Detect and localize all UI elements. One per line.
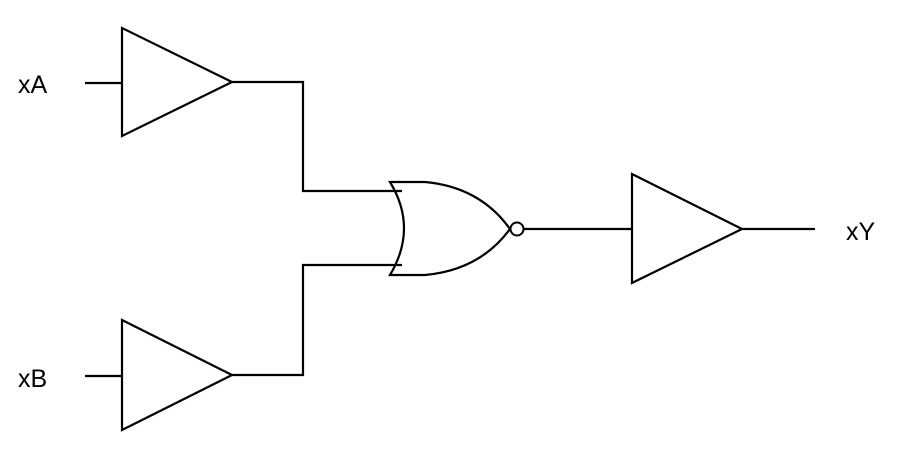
output-label-y: xY: [846, 218, 876, 246]
wire-buffer-a-to-nor: [232, 80, 402, 193]
wire-buffer-b-to-nor: [232, 263, 402, 377]
input-label-a: xA: [18, 71, 48, 99]
nor-gate-icon: [388, 180, 512, 277]
buffer-b-icon: [120, 318, 235, 432]
buffer-a-icon: [120, 26, 235, 138]
buffer-output-icon: [630, 172, 745, 285]
input-label-b: xB: [18, 365, 47, 393]
nor-inversion-bubble: [509, 221, 525, 237]
